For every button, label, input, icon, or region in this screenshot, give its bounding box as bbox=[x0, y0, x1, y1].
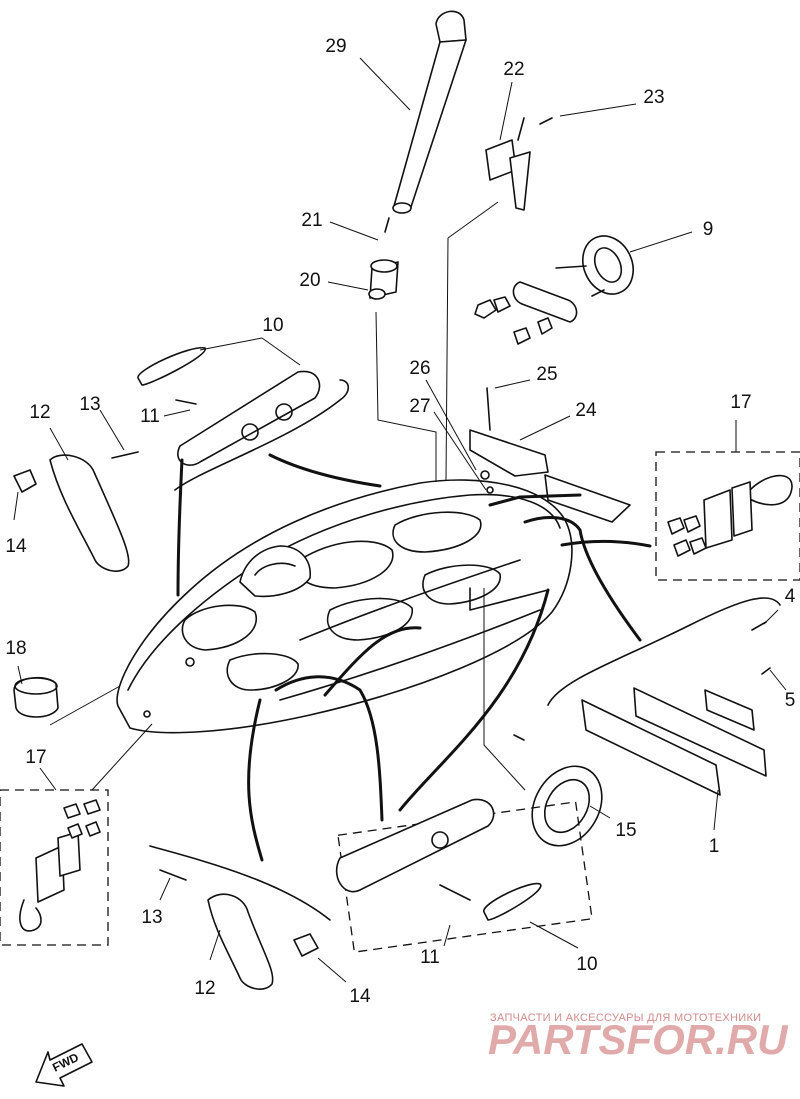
rub-rails bbox=[547, 597, 781, 796]
watermark-tagline: ЗАПЧАСТИ И АКСЕССУАРЫ ДЛЯ МОТОТЕХНИКИ bbox=[490, 1012, 761, 1024]
callout-12: 12 bbox=[29, 402, 50, 423]
callout-20: 20 bbox=[299, 270, 320, 291]
callout-17: 17 bbox=[25, 747, 46, 768]
leader-lines bbox=[13, 57, 787, 983]
callout-labels: 29 22 23 21 9 20 10 26 25 13 12 27 11 24… bbox=[5, 36, 795, 1007]
callout-9: 9 bbox=[703, 219, 714, 240]
callout-22: 22 bbox=[503, 59, 524, 80]
grab-handle-top bbox=[137, 347, 350, 491]
latch-assembly bbox=[485, 117, 553, 211]
flag-pole-assembly bbox=[368, 10, 467, 300]
callout-4: 4 bbox=[785, 586, 796, 607]
callout-27: 27 bbox=[409, 396, 430, 417]
callout-11: 11 bbox=[420, 947, 440, 968]
hull-deck bbox=[116, 479, 573, 734]
tow-eye-left bbox=[0, 789, 109, 946]
watermark: ЗАПЧАСТИ И АКСЕССУАРЫ ДЛЯ МОТОТЕХНИКИ PA… bbox=[488, 1012, 789, 1063]
assembly-arrows bbox=[176, 453, 652, 862]
watermark-logo: PARTSFOR.RU bbox=[488, 1016, 789, 1063]
side-handle-left bbox=[13, 451, 139, 572]
callout-10: 10 bbox=[262, 315, 283, 336]
callout-13: 13 bbox=[141, 907, 162, 928]
callout-5: 5 bbox=[785, 690, 796, 711]
inspection-ring bbox=[513, 734, 603, 847]
callout-14: 14 bbox=[5, 536, 27, 557]
side-handle-bottom bbox=[149, 845, 331, 990]
bumper-part-18 bbox=[13, 677, 59, 718]
callout-12: 12 bbox=[194, 978, 215, 999]
callout-25: 25 bbox=[536, 364, 557, 385]
tow-eye-right bbox=[655, 451, 800, 581]
callout-29: 29 bbox=[325, 36, 346, 57]
callout-11: 11 bbox=[140, 406, 160, 427]
callout-23: 23 bbox=[643, 87, 664, 108]
grab-handle-bottom bbox=[335, 798, 593, 953]
callout-14: 14 bbox=[349, 986, 371, 1007]
callout-17: 17 bbox=[730, 392, 751, 413]
callout-15: 15 bbox=[615, 820, 636, 841]
callout-13: 13 bbox=[79, 394, 100, 415]
callout-18: 18 bbox=[5, 638, 26, 659]
callout-10: 10 bbox=[576, 954, 597, 975]
handle-part-9 bbox=[474, 235, 634, 345]
callout-21: 21 bbox=[301, 210, 322, 231]
bracket-assembly bbox=[469, 387, 631, 523]
callout-24: 24 bbox=[575, 400, 597, 421]
fwd-arrow: FWD bbox=[35, 1043, 93, 1087]
callout-1: 1 bbox=[709, 836, 720, 857]
callout-26: 26 bbox=[409, 358, 430, 379]
